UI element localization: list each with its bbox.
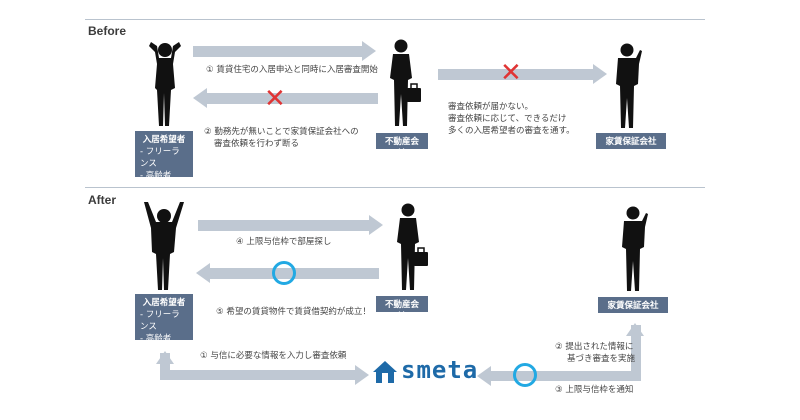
after-arrow-2-caption-line-1: ② 提出された情報に [555,342,634,352]
smeta-house-icon [373,361,397,383]
after-applicant-box-title: 入居希望者 [142,298,186,308]
after-applicant-item-elderly: - 高齢者 [140,334,172,344]
before-right-caption: 審査依頼が届かない。 審査依頼に応じて、できるだけ 多くの入居希望者の審査を通す… [448,101,575,137]
after-arrow-4-head [369,215,383,235]
after-arrow-3 [490,371,641,381]
before-applicant-item-freelance: - フリーランス [140,147,180,169]
agent-figure-after [397,203,428,290]
after-arrow-5-head [196,263,210,283]
after-applicant-item-freelance: - フリーランス [140,310,180,332]
before-arrow-2 [206,93,378,104]
before-arrow-1 [193,46,363,57]
after-applicant-box: 入居希望者 - フリーランス - 高齢者 - 在日外国人 [135,294,193,368]
before-arrow-2-caption-line-1: ② 勤務先が無いことで家賃保証会社への [204,127,359,137]
before-right-caption-line-3: 多くの入居希望者の審査を通す。 [448,126,575,136]
before-arrow-agent-guarantor [438,69,594,80]
after-arrow-3-ok-ring-icon [513,363,537,387]
applicant-figure-before [149,42,181,126]
before-arrow-2-head [193,88,207,108]
agent-figure-before [390,39,421,126]
after-guarantor-box: 家賃保証会社 [598,297,668,313]
after-arrow-3-head [477,366,491,386]
after-arrow-2-vertical [631,325,641,381]
before-right-caption-line-1: 審査依頼が届かない。 [448,102,534,112]
after-arrow-1 [160,370,355,380]
middle-divider [85,187,705,188]
before-right-caption-line-2: 審査依頼に応じて、できるだけ [448,114,567,124]
after-arrow-3-caption: ③ 上限与信枠を通知 [555,385,634,395]
top-divider [85,19,705,20]
after-agent-box: 不動産会社 [376,296,428,322]
before-section-label: Before [88,24,127,38]
before-guarantor-box: 家賃保証会社 [596,133,666,149]
after-arrow-5-caption: ⑤ 希望の賃貸物件で賃貸借契約が成立！ [216,307,371,317]
after-arrow-4 [198,220,370,231]
after-arrow-1-caption: ① 与信に必要な情報を入力し審査依頼 [200,351,347,361]
after-section-label: After [88,193,117,207]
before-arrow-2-caption: ② 勤務先が無いことで家賃保証会社への 審査依頼を行わず断る [204,126,359,150]
after-arrow-2-caption-line-2: 基づき審査を実施 [567,354,636,364]
before-applicant-item-elderly: - 高齢者 [140,171,172,181]
before-arrow-1-head [362,41,376,61]
before-arrow-2-cross-icon: ✕ [264,84,286,114]
before-applicant-box: 入居希望者 - フリーランス - 高齢者 - 在日外国人 [135,131,193,205]
before-applicant-box-title: 入居希望者 [142,135,186,145]
before-applicant-item-foreign: - 在日外国人 [140,183,180,205]
after-arrow-1-right-head [355,365,369,385]
smeta-logo: smeta [401,356,479,384]
after-arrow-1-vertical [160,353,170,380]
guarantor-figure-after [622,206,648,291]
before-agent-box: 不動産会社 [376,133,428,159]
before-arrow-agent-guarantor-head [593,64,607,84]
after-arrow-2-caption: ② 提出された情報に 基づき審査を実施 [555,341,635,365]
guarantor-figure-before [616,43,642,128]
before-arrow-1-caption: ① 賃貸住宅の入居申込と同時に入居審査開始 [206,65,378,75]
before-agent-guarantor-cross-icon: ✕ [500,58,522,88]
before-arrow-2-caption-line-2: 審査依頼を行わず断る [214,139,300,149]
after-arrow-5-ok-ring-icon [272,261,296,285]
applicant-figure-after [144,202,184,290]
after-arrow-4-caption: ④ 上限与信枠で部屋探し [236,237,332,247]
